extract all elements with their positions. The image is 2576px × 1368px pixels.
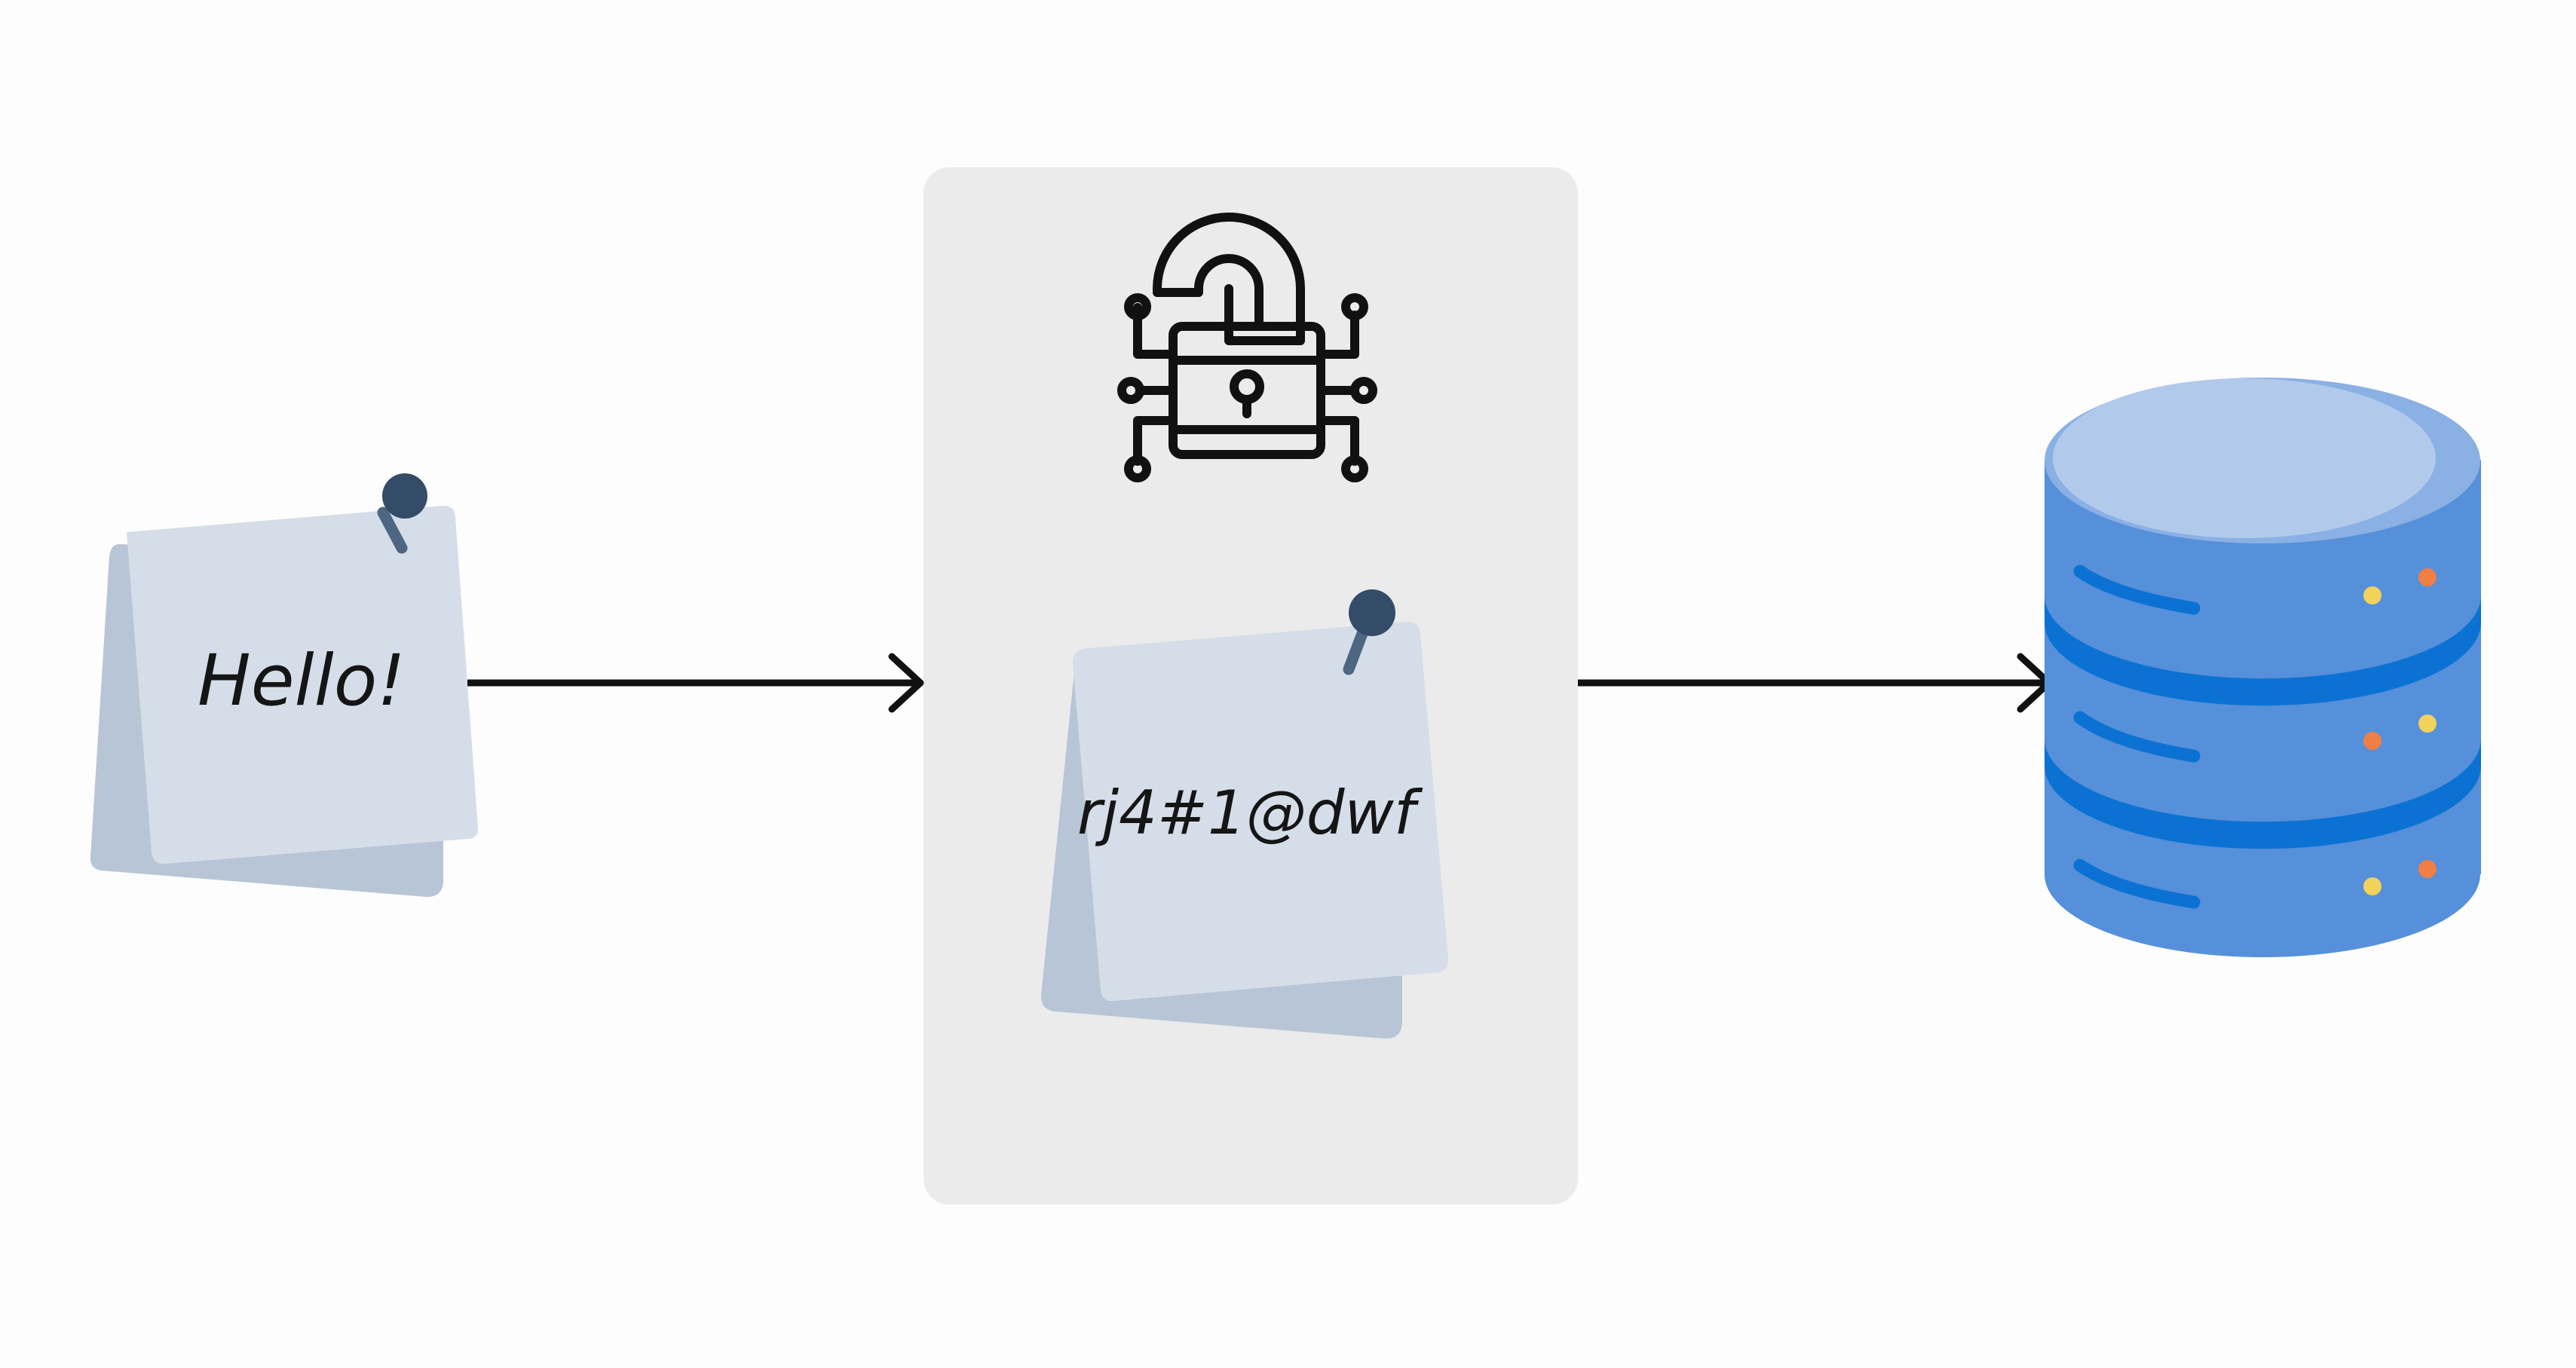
database-server-stack-icon: [2045, 378, 2481, 957]
input-note: Hello!: [90, 473, 479, 897]
input-note-text: Hello!: [198, 640, 406, 722]
encrypted-note: rj4#1@dwf: [1040, 589, 1449, 1039]
input-note-front-sheet: [127, 505, 479, 865]
pushpin-icon: [377, 473, 427, 554]
encrypted-note-front-sheet: [1072, 621, 1449, 1002]
unlocked-circuit-padlock-icon: [1117, 213, 1377, 482]
pushpin-icon: [1343, 589, 1395, 675]
encrypted-note-text: rj4#1@dwf: [1077, 778, 1423, 848]
arrow-to-database: [1578, 653, 2053, 713]
arrow-to-encryption: [467, 653, 924, 713]
